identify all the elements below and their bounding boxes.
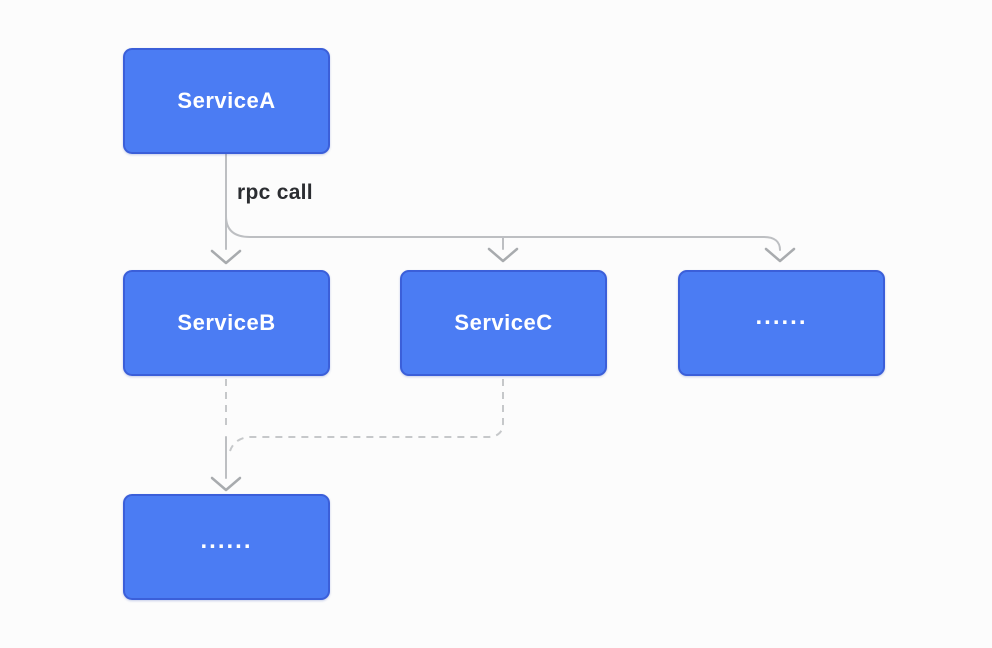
edge-merge-dots2-arrowhead: [210, 476, 242, 492]
node-service-b-label: ServiceB: [177, 310, 276, 335]
node-others-1[interactable]: ......: [678, 270, 885, 376]
edge-a-branch-line: [225, 215, 781, 251]
edge-a-c-arrowhead: [487, 247, 519, 263]
node-others-1-label: ......: [755, 303, 808, 330]
edge-a-dots-arrowhead: [764, 247, 796, 263]
edge-rpc-call-label: rpc call: [237, 181, 313, 204]
node-others-2[interactable]: ......: [123, 494, 330, 600]
node-others-2-label: ......: [200, 527, 253, 554]
node-service-c-label: ServiceC: [454, 310, 553, 335]
node-service-a-label: ServiceA: [177, 88, 276, 113]
node-service-c[interactable]: ServiceC: [400, 270, 607, 376]
node-service-a[interactable]: ServiceA: [123, 48, 330, 154]
node-service-b[interactable]: ServiceB: [123, 270, 330, 376]
edge-a-b-arrowhead: [210, 249, 242, 265]
edge-c-dashed-line: [229, 379, 504, 452]
